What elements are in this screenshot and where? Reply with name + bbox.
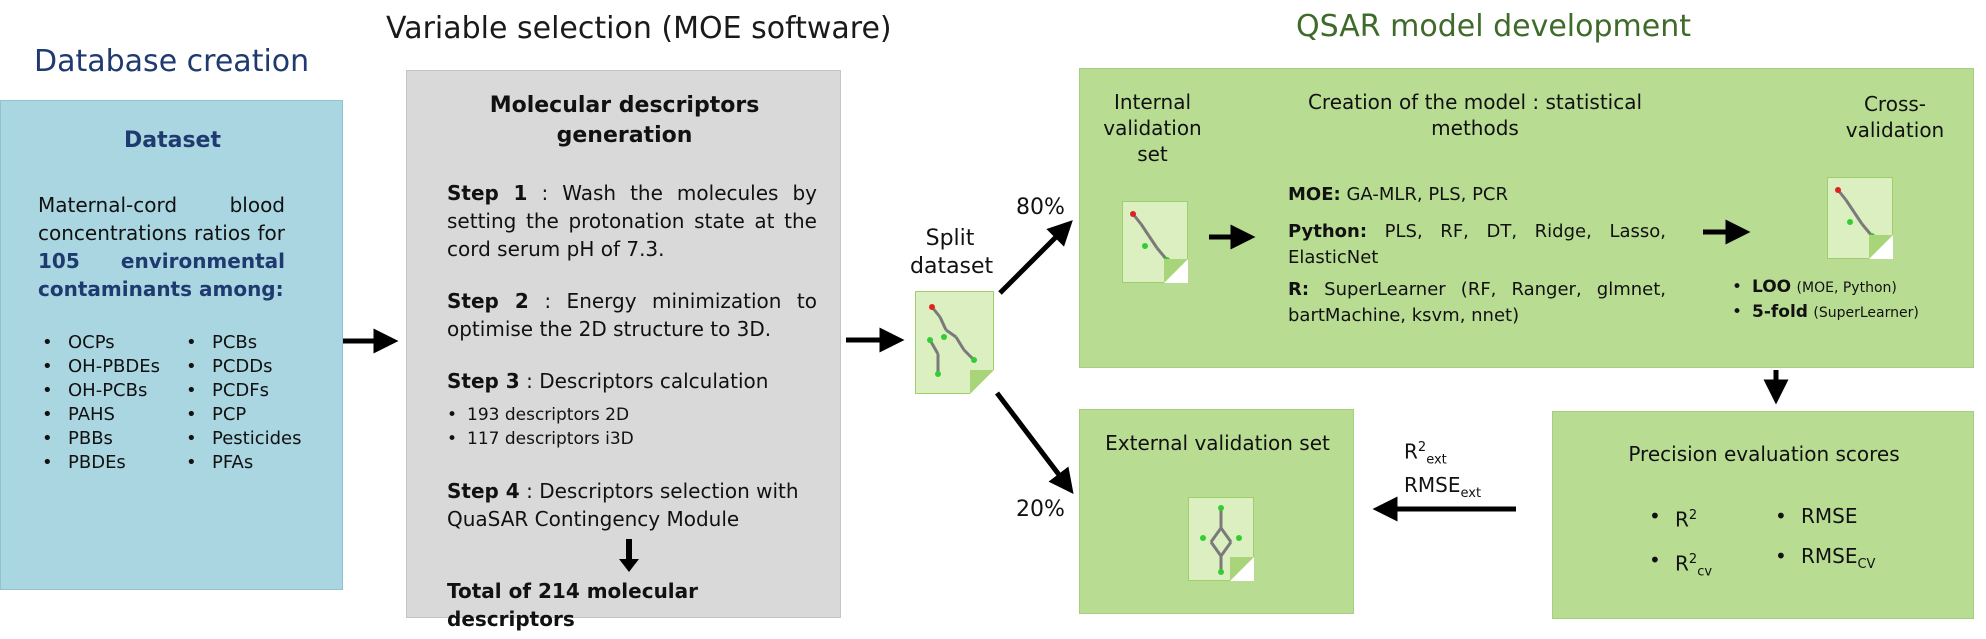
external-molecule-image bbox=[1188, 497, 1254, 581]
step3-item: 193 descriptors 2D bbox=[447, 403, 747, 427]
step4-down-arrow bbox=[619, 539, 639, 572]
metric-rmse: RMSE bbox=[1771, 496, 1941, 536]
step4-text: : Descriptors selection with QuaSAR Cont… bbox=[447, 479, 799, 531]
metric-r2cv: R2cv bbox=[1645, 540, 1785, 593]
contaminant-item: PCDFs bbox=[182, 379, 332, 403]
descriptors-title: Molecular descriptors generation bbox=[489, 93, 760, 148]
cv-5fold-note: (SuperLearner) bbox=[1813, 305, 1919, 321]
step2-text: : Energy minimization to optimise the 2D… bbox=[447, 289, 817, 341]
arrow-split-to-internal bbox=[998, 220, 1073, 295]
qsar-development-header: QSAR model development bbox=[1296, 9, 1691, 44]
step2-label: Step 2 bbox=[447, 289, 529, 313]
descriptors-total: Total of 214 molecular descriptors bbox=[447, 579, 699, 631]
precision-panel: Precision evaluation scores R2 R2cv RMSE… bbox=[1552, 411, 1974, 619]
cv-list: LOO (MOE, Python) 5-fold (SuperLearner) bbox=[1732, 275, 1972, 325]
variable-selection-header: Variable selection (MOE software) bbox=[386, 11, 892, 46]
step3-item: 117 descriptors i3D bbox=[447, 427, 747, 451]
metric-rmsecv: RMSECV bbox=[1771, 536, 1941, 585]
precision-list-1: R2 R2cv bbox=[1645, 496, 1785, 592]
dataset-title: Dataset bbox=[123, 128, 221, 153]
precision-title: Precision evaluation scores bbox=[1628, 442, 1900, 466]
arrow-split-to-external bbox=[995, 391, 1074, 494]
internal-validation-title: Internal validation set bbox=[1103, 90, 1202, 166]
r2-ext-label: R2ext bbox=[1404, 439, 1447, 468]
step4: Step 4 : Descriptors selection with QuaS… bbox=[447, 477, 817, 533]
dataset-text-bold: 105 environmental contaminants among: bbox=[38, 249, 285, 301]
moe-label: MOE: bbox=[1288, 184, 1341, 205]
cv-item-loo: LOO (MOE, Python) bbox=[1732, 275, 1972, 300]
step3-text: : Descriptors calculation bbox=[526, 369, 769, 393]
step1-text: : Wash the molecules by setting the prot… bbox=[447, 181, 818, 261]
dataset-panel: Dataset Maternal-cord blood concentratio… bbox=[0, 100, 343, 590]
contaminant-item: PAHS bbox=[38, 403, 178, 427]
contaminant-item: OH-PCBs bbox=[38, 379, 178, 403]
r-methods: R: SuperLearner (RF, Ranger, glmnet, bar… bbox=[1288, 277, 1666, 329]
cv-loo-label: LOO bbox=[1752, 277, 1792, 297]
metric-r2: R2 bbox=[1645, 496, 1785, 540]
contaminant-item: OCPs bbox=[38, 331, 178, 355]
contaminant-item: PFAs bbox=[182, 451, 332, 475]
split-dataset-label: Split dataset bbox=[910, 226, 994, 279]
cross-validation-title: Cross-validation bbox=[1845, 92, 1945, 142]
molecule-structure-icon bbox=[1835, 187, 1875, 239]
creation-title: Creation of the model : statistical meth… bbox=[1307, 90, 1643, 140]
split-molecule-image bbox=[915, 291, 994, 394]
molecule-structure-icon bbox=[1200, 505, 1242, 575]
contaminant-item: PCBs bbox=[182, 331, 332, 355]
cv-loo-note: (MOE, Python) bbox=[1796, 280, 1897, 296]
dataset-description: Maternal-cord blood concentrations ratio… bbox=[38, 191, 285, 303]
contaminant-item: PCP bbox=[182, 403, 332, 427]
contaminant-item: PBDEs bbox=[38, 451, 178, 475]
pct-internal: 80% bbox=[1016, 195, 1065, 220]
python-methods: Python: PLS, RF, DT, Ridge, Lasso, Elast… bbox=[1288, 219, 1666, 271]
cv-item-5fold: 5-fold (SuperLearner) bbox=[1732, 300, 1972, 325]
step3-list: 193 descriptors 2D 117 descriptors i3D bbox=[447, 403, 747, 451]
pct-external: 20% bbox=[1016, 497, 1065, 522]
molecule-structure-icon bbox=[927, 304, 977, 377]
contaminant-list-1: OCPs OH-PBDEs OH-PCBs PAHS PBBs PBDEs bbox=[38, 331, 178, 475]
contaminant-item: OH-PBDEs bbox=[38, 355, 178, 379]
cv-5fold-label: 5-fold bbox=[1752, 302, 1808, 322]
step2: Step 2 : Energy minimization to optimise… bbox=[447, 287, 817, 343]
contaminant-item: Pesticides bbox=[182, 427, 332, 451]
step3-label: Step 3 bbox=[447, 369, 520, 393]
cv-molecule-image bbox=[1827, 177, 1893, 259]
step1-label: Step 1 bbox=[447, 181, 528, 205]
precision-list-2: RMSE RMSECV bbox=[1771, 496, 1941, 585]
contaminant-item: PCDDs bbox=[182, 355, 332, 379]
step3: Step 3 : Descriptors calculation bbox=[447, 367, 817, 395]
moe-methods: MOE: GA-MLR, PLS, PCR bbox=[1288, 182, 1666, 208]
database-creation-header: Database creation bbox=[34, 44, 310, 79]
rmse-ext-label: RMSEext bbox=[1404, 472, 1482, 501]
contaminant-item: PBBs bbox=[38, 427, 178, 451]
python-label: Python: bbox=[1288, 221, 1368, 242]
dataset-text-plain: Maternal-cord blood concentrations ratio… bbox=[38, 193, 285, 245]
step1: Step 1 : Wash the molecules by setting t… bbox=[447, 179, 817, 263]
descriptors-panel: Molecular descriptors generation Step 1 … bbox=[406, 70, 841, 631]
python-text: PLS, RF, DT, Ridge, Lasso, ElasticNet bbox=[1288, 221, 1666, 268]
external-validation-panel: External validation set bbox=[1079, 409, 1354, 614]
external-metrics-label: R2ext RMSEext bbox=[1404, 436, 1524, 506]
moe-text: GA-MLR, PLS, PCR bbox=[1346, 184, 1509, 205]
step4-label: Step 4 bbox=[447, 479, 520, 503]
external-validation-title: External validation set bbox=[1105, 431, 1330, 455]
contaminant-list-2: PCBs PCDDs PCDFs PCP Pesticides PFAs bbox=[182, 331, 332, 475]
internal-molecule-image bbox=[1122, 201, 1188, 283]
r-text: SuperLearner (RF, Ranger, glmnet, bartMa… bbox=[1288, 279, 1666, 326]
qsar-model-panel: Internal validation set Creation of the … bbox=[1079, 68, 1974, 368]
r-label: R: bbox=[1288, 279, 1310, 300]
